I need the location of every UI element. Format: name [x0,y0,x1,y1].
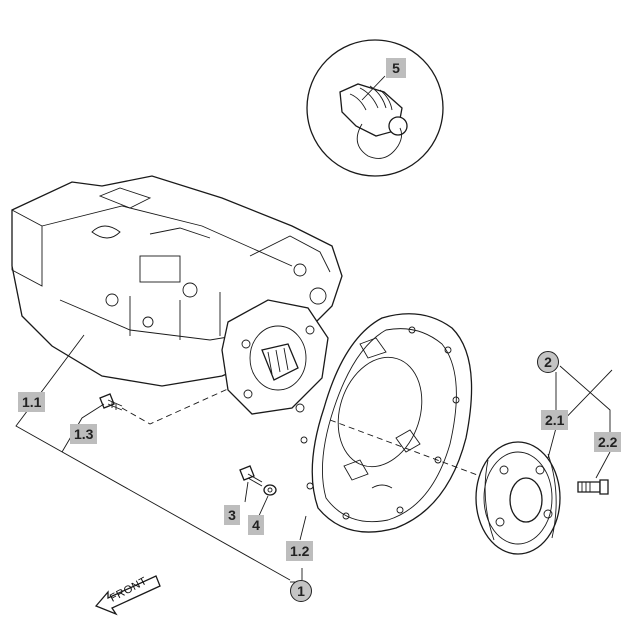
coupling-bolt [577,479,609,495]
callout-3: 3 [224,505,240,525]
callout-1-1: 1.1 [18,392,46,412]
coupling [475,441,561,555]
callout-2-2: 2.2 [594,432,622,452]
washer [263,484,277,496]
callout-1-2: 1.2 [286,541,314,561]
hydraulic-pump [11,175,343,415]
callout-1: 1 [290,580,312,602]
callout-1-3: 1.3 [70,424,98,444]
callout-2-1: 2.1 [541,410,569,430]
housing-bolt [239,465,263,487]
pump-bolt [99,393,123,411]
callout-5: 5 [386,58,406,78]
flywheel-housing [300,313,473,533]
callout-2: 2 [537,351,559,373]
leader-lines [15,75,613,583]
detail-circle-part-5 [306,39,444,177]
front-arrow [94,575,161,616]
callout-4: 4 [248,515,264,535]
